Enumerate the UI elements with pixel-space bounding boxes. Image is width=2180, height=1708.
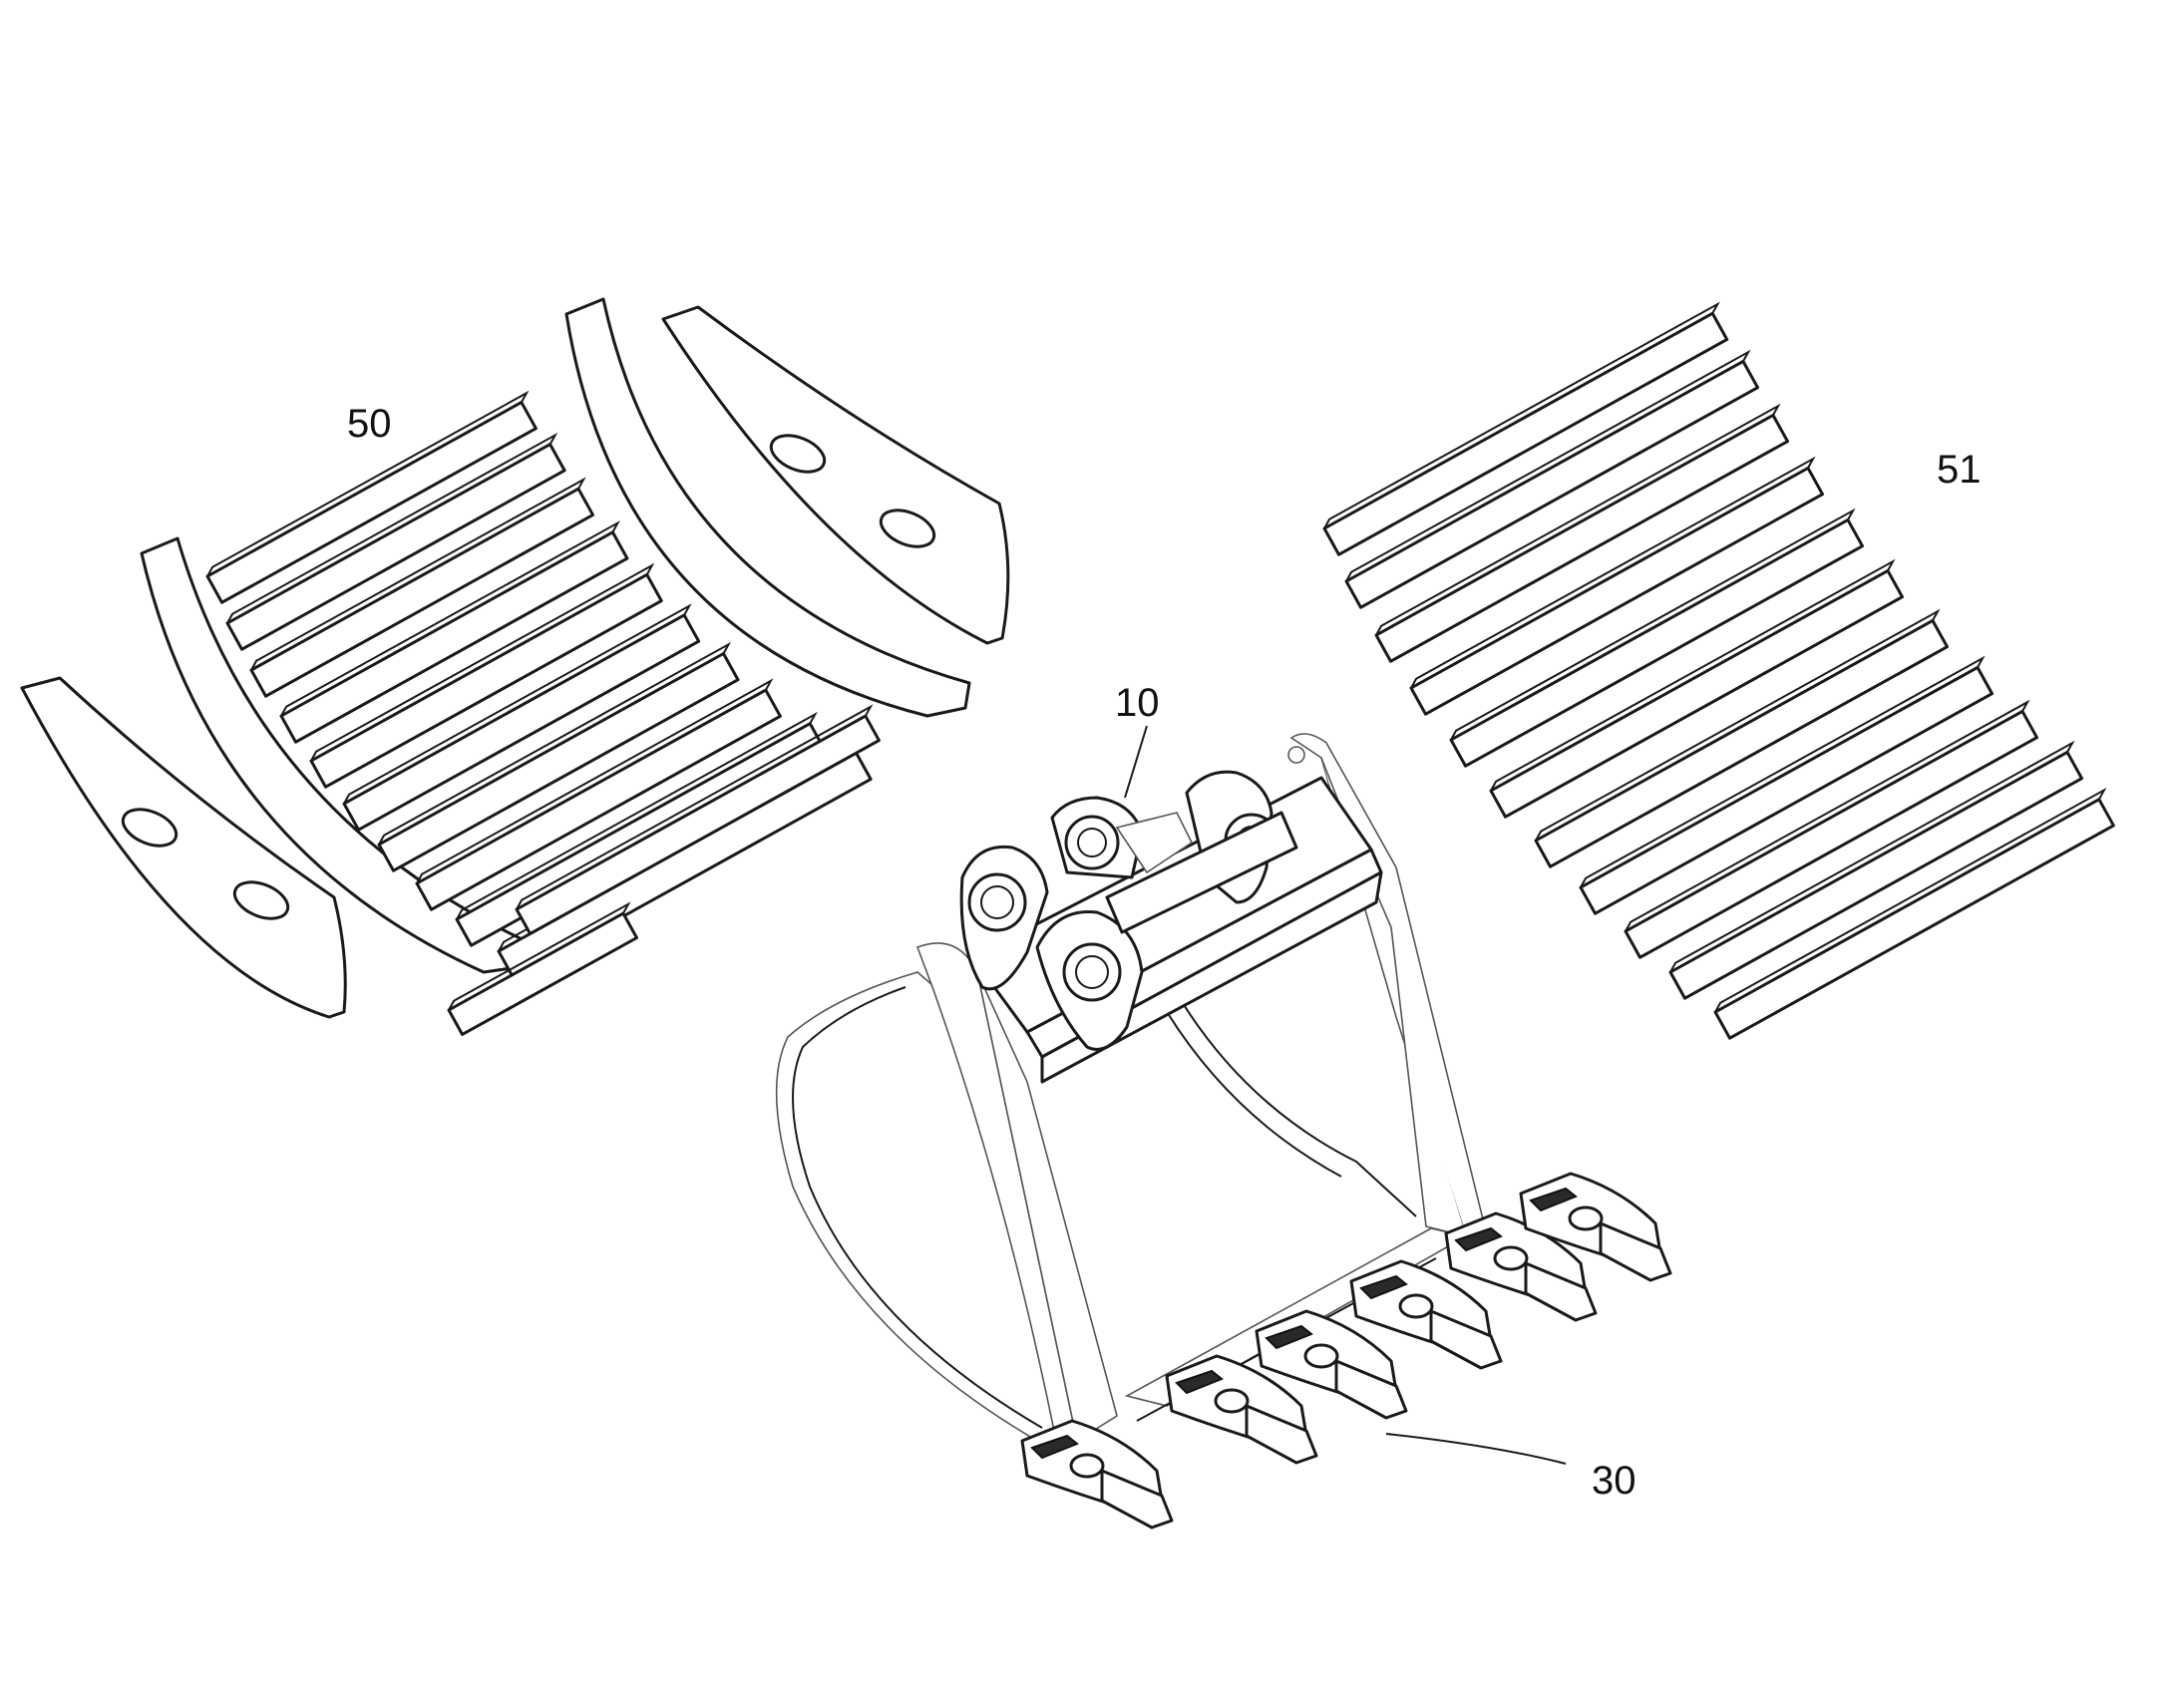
bucket-top-pin-hole [1287,746,1305,764]
wear-strips-50 [205,390,881,1036]
hitch-center-plate [1115,812,1194,874]
wear-strip-50-4 [279,530,629,744]
wear-strip-51-4 [1409,466,1824,716]
hitch-pin-boss-1 [967,872,1027,932]
hitch-pin-boss-3 [1064,815,1120,870]
bucket-side-shell-inner [792,986,1043,1429]
wear-strip-51-5 [1449,517,1864,768]
wear-strip-50-5 [309,572,663,789]
tooth-5 [1444,1211,1598,1322]
wear-strip-51-6 [1489,568,1904,819]
ref-label-50: 50 [347,402,392,446]
wear-strip-50-12 [515,714,881,935]
tooth-tip-3 [1334,1359,1408,1420]
wear-strip-50-8 [415,688,782,911]
tooth-shadow-1 [1030,1434,1079,1460]
side-plate-right-hole-1 [769,434,827,474]
leader-10 [1124,725,1148,799]
bucket-teeth-30 [1020,1172,1672,1530]
tooth-tip-6 [1599,1221,1672,1282]
tooth-pin-2 [1214,1388,1250,1414]
wear-strip-51-2-edge [1345,349,1751,582]
wear-strip-51-2 [1344,359,1759,609]
wear-strip-51-7 [1534,618,1949,868]
wear-strip-50-11-edge [448,901,631,1011]
wear-strip-50-11 [447,911,638,1036]
wear-strip-50-12-edge [516,704,874,910]
tooth-tip-5 [1524,1261,1598,1322]
wear-strip-51-3 [1374,413,1789,663]
tooth-tip-1 [1100,1469,1174,1530]
ref-label-10: 10 [1115,681,1160,725]
wear-strip-50-8-edge [416,678,774,884]
tooth-shadow-5 [1454,1226,1503,1252]
tooth-pin-4 [1398,1293,1434,1319]
wear-strip-51-11 [1713,798,2115,1040]
tooth-3 [1255,1309,1408,1420]
tooth-shadow-6 [1529,1187,1578,1212]
wear-strip-51-11-edge [1714,787,2107,1013]
wear-strip-51-4-edge [1410,456,1816,689]
hitch-shaft [1105,811,1298,934]
side-plate-left-hole-2 [232,880,290,920]
tooth-tip-2 [1245,1404,1318,1465]
wear-strip-51-10-edge [1669,740,2075,973]
ref-label-51: 51 [1937,448,1982,492]
wear-strip-50-2-edge [226,432,558,624]
leader-30 [1385,1433,1567,1465]
wear-strip-50-3 [249,487,595,698]
tooth-pin-6 [1568,1205,1604,1231]
ref-label-30: 30 [1592,1459,1636,1503]
wear-strip-50-1-edge [206,390,530,577]
tooth-6 [1519,1172,1672,1282]
wear-strip-50-4-edge [280,519,620,717]
tooth-pin-5 [1493,1245,1529,1271]
hitch-pin-boss-2 [1062,942,1122,1002]
hitch-pin-boss-3-inner [1077,828,1107,857]
tooth-shadow-2 [1175,1369,1224,1395]
wear-strip-51-9 [1624,709,2038,959]
wear-strip-51-7-edge [1535,608,1941,842]
wear-strip-51-8 [1579,665,1994,915]
tooth-4 [1349,1259,1503,1370]
wear-strip-50-2 [225,443,566,651]
wear-strip-51-6-edge [1490,558,1896,792]
hitch-pin-boss-1-inner [980,885,1014,919]
curved-strip-right [564,297,971,718]
bucket-left-wall [915,942,1078,1447]
liner-assembly-50 [20,297,1010,1036]
wear-strip-51-10 [1668,750,2083,1000]
wear-strip-51-1-edge [1323,301,1720,529]
tooth-tip-4 [1429,1309,1503,1370]
side-plate-right-hole-2 [879,509,936,548]
wear-strip-50-7-edge [378,641,732,846]
tooth-shadow-4 [1359,1274,1408,1300]
tooth-pin-1 [1069,1453,1105,1479]
bucket-left-wall-inner [976,971,1118,1443]
wear-strip-50-6-edge [343,603,692,805]
wear-strip-50-5-edge [310,562,655,762]
wear-strip-51-9-edge [1625,699,2030,932]
wear-strip-50-9-edge [456,711,818,920]
tooth-pin-3 [1303,1343,1339,1369]
tooth-shadow-3 [1265,1324,1313,1350]
wear-strip-51-5-edge [1450,508,1856,741]
tooth-2 [1165,1354,1318,1465]
side-plate-right [661,305,1010,645]
side-plate-left-hole-1 [121,808,179,848]
hitch-pin-boss-2-inner [1075,955,1109,989]
wear-strip-51-3-edge [1375,403,1781,636]
wear-strip-50-1 [205,400,538,604]
side-plate-left [20,676,347,1019]
wear-strip-51-8-edge [1580,655,1986,888]
wear-strips-51 [1322,301,2115,1040]
wear-strip-50-7 [377,652,740,872]
bucket-10 [775,733,1672,1530]
wear-strip-50-6 [342,613,701,832]
wear-strip-50-3-edge [250,477,586,671]
tooth-1 [1020,1419,1174,1530]
wear-strip-51-1 [1322,311,1729,556]
